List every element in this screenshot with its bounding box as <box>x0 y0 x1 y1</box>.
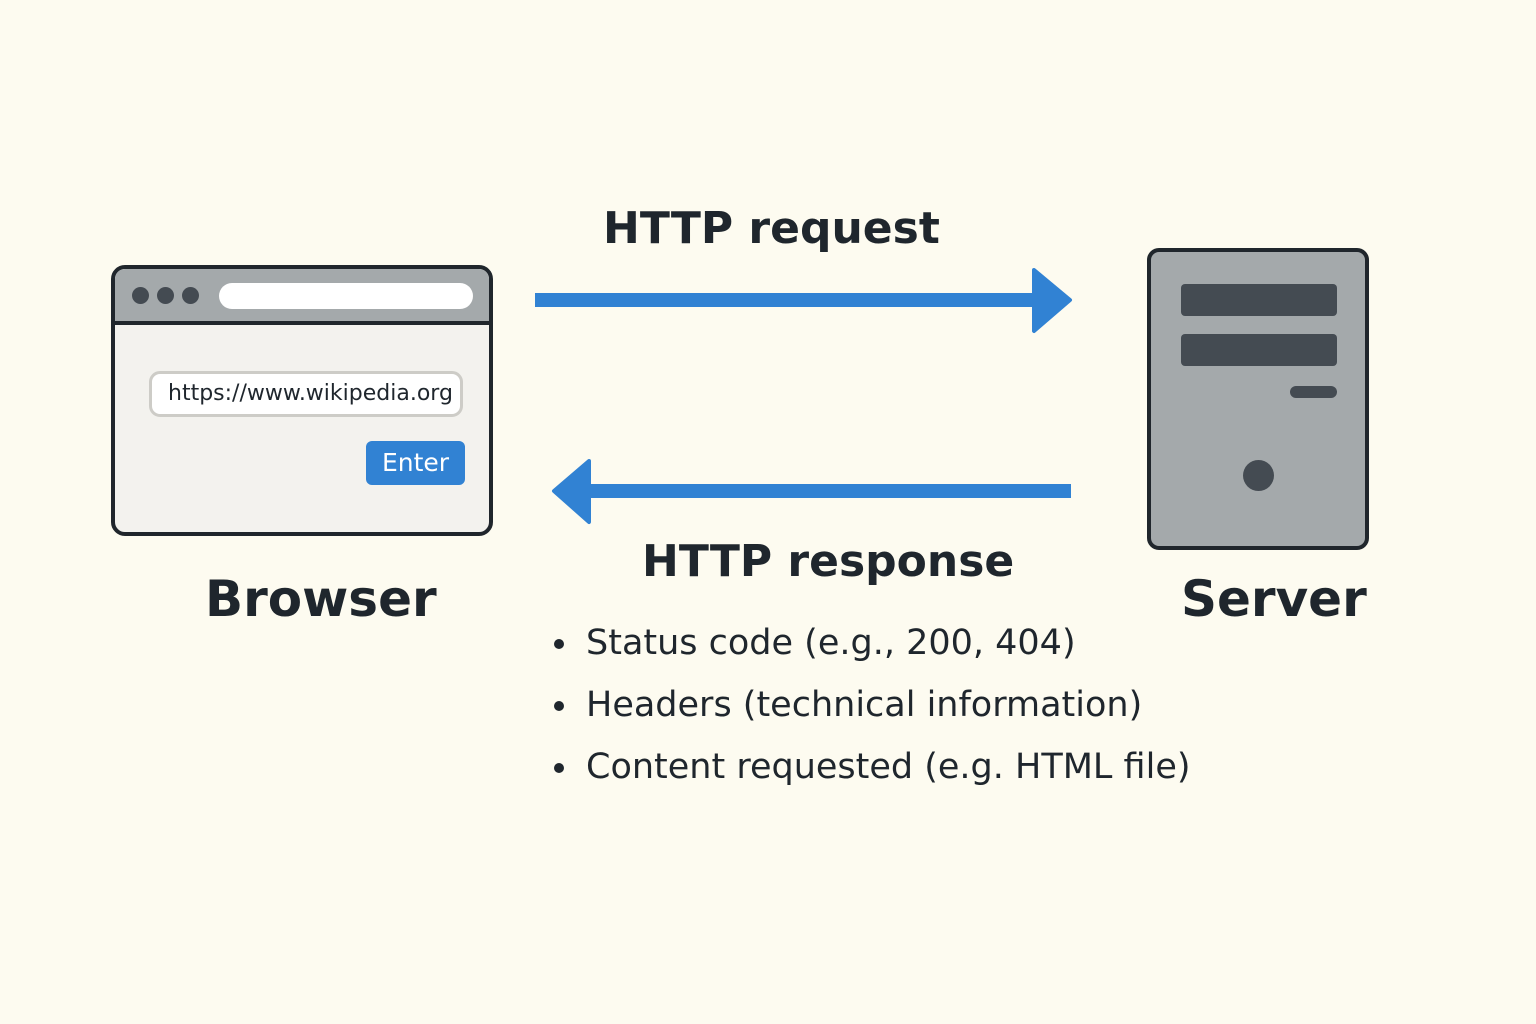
address-bar <box>219 283 473 309</box>
browser-window: https://www.wikipedia.org Enter <box>111 265 493 536</box>
server-drive-bay <box>1181 334 1337 366</box>
server-label: Server <box>1181 570 1367 628</box>
window-dot-icon <box>182 287 199 304</box>
response-details-list: Status code (e.g., 200, 404) Headers (te… <box>552 618 1191 804</box>
browser-titlebar <box>115 269 489 325</box>
list-item: Headers (technical information) <box>552 680 1191 742</box>
response-label: HTTP response <box>642 536 1015 587</box>
url-input: https://www.wikipedia.org <box>149 371 463 417</box>
server-slot <box>1290 386 1337 398</box>
list-item: Status code (e.g., 200, 404) <box>552 618 1191 680</box>
server-drive-bay <box>1181 284 1337 316</box>
response-arrow-icon <box>552 459 1071 524</box>
browser-label: Browser <box>205 570 437 628</box>
window-dot-icon <box>132 287 149 304</box>
request-label: HTTP request <box>603 203 940 254</box>
list-item: Content requested (e.g. HTML file) <box>552 742 1191 804</box>
enter-button: Enter <box>366 441 465 485</box>
request-arrow-icon <box>535 268 1072 333</box>
server-power-button-icon <box>1243 460 1274 491</box>
server-icon <box>1147 248 1369 550</box>
window-dot-icon <box>157 287 174 304</box>
